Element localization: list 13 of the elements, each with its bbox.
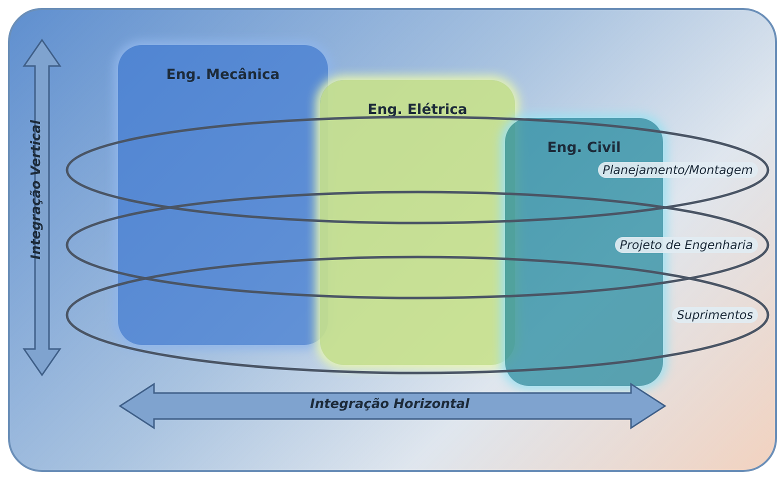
- ellipse-ring: [65, 190, 770, 300]
- axis-label: Integração Vertical: [29, 120, 44, 260]
- column-panel: [118, 45, 328, 345]
- ellipse-label: Projeto de Engenharia: [614, 237, 758, 253]
- column-heading: Eng. Mecânica: [165, 67, 281, 83]
- column-heading: Eng. Civil: [546, 140, 622, 156]
- column-heading: Eng. Elétrica: [366, 102, 468, 118]
- ellipse-ring: [65, 115, 770, 225]
- ellipse-ring: [65, 255, 770, 375]
- ellipse-label: Suprimentos: [672, 307, 758, 323]
- ellipse-label: Planejamento/Montagem: [598, 162, 758, 178]
- axis-label: Integração Horizontal: [310, 397, 470, 412]
- column-panel: [320, 80, 515, 365]
